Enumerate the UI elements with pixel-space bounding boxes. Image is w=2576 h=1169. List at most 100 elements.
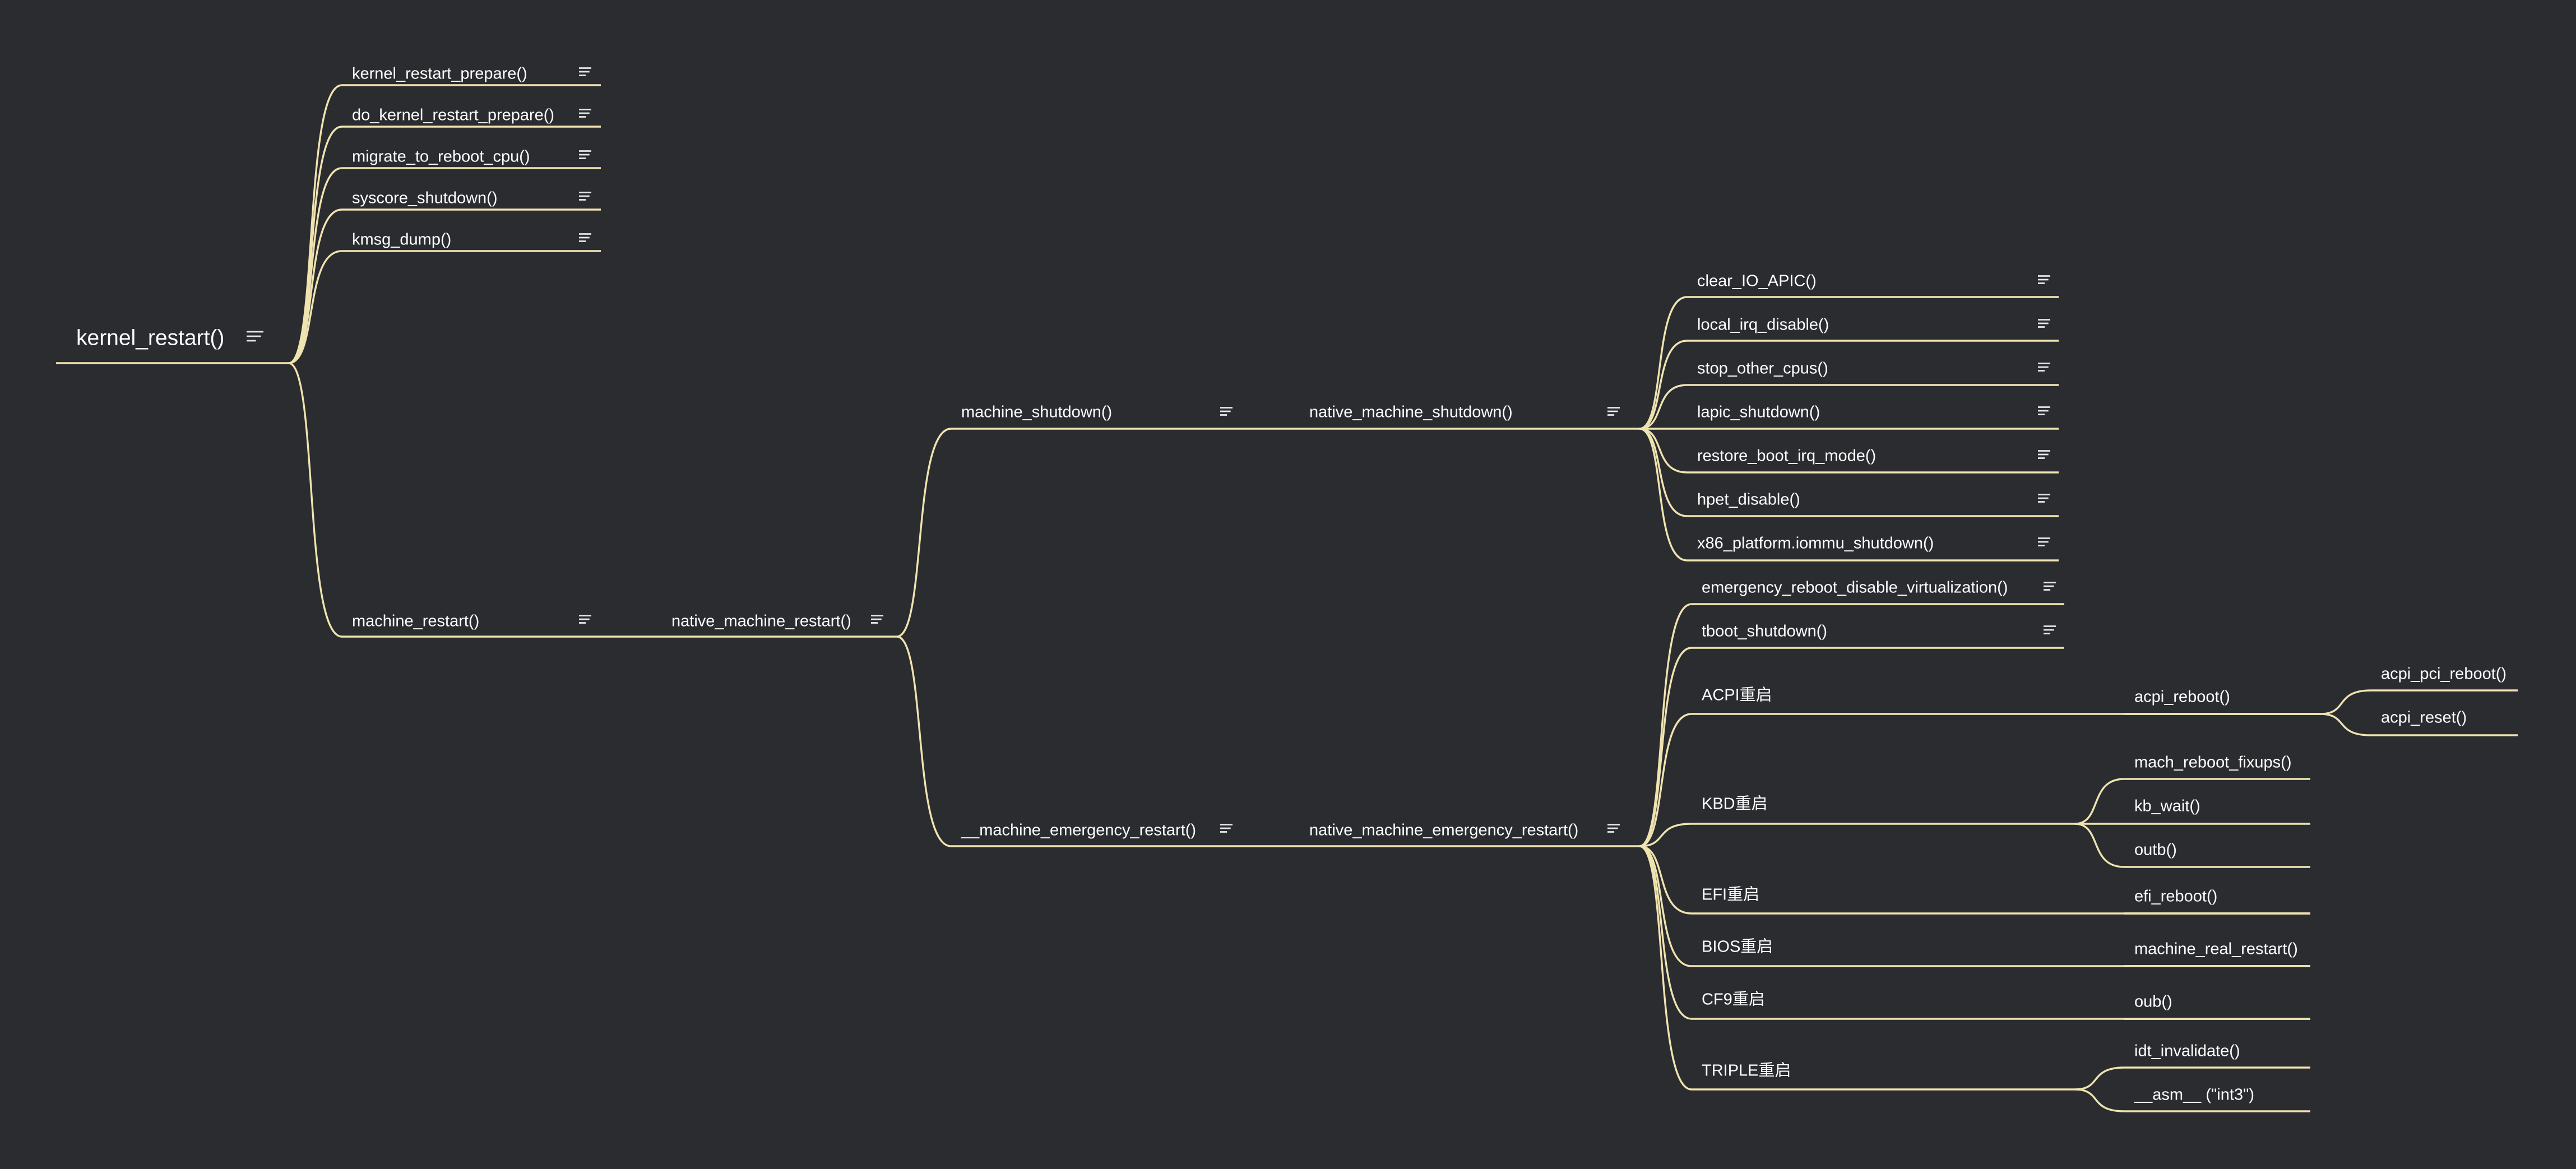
node-lid[interactable]: local_irq_disable() xyxy=(1687,316,2059,342)
node-label: kernel_restart_prepare() xyxy=(352,65,527,83)
node-label: stop_other_cpus() xyxy=(1697,360,1828,378)
node-rbim[interactable]: restore_boot_irq_mode() xyxy=(1687,447,2059,474)
node-label: TRIPLE重启 xyxy=(1702,1061,1791,1080)
edge-krp xyxy=(288,84,342,364)
node-label: BIOS重启 xyxy=(1702,938,1773,956)
edge-bios xyxy=(1639,845,1692,967)
node-soc[interactable]: stop_other_cpus() xyxy=(1687,360,2059,386)
node-efi[interactable]: EFI重启 xyxy=(1692,885,2310,915)
note-icon[interactable] xyxy=(1220,824,1233,833)
node-kw[interactable]: kb_wait() xyxy=(2124,797,2310,825)
note-icon[interactable] xyxy=(1607,407,1620,416)
edge-acpi xyxy=(1639,713,1692,847)
edge-ar xyxy=(2320,713,2371,736)
note-icon[interactable] xyxy=(579,233,591,242)
node-outb[interactable]: outb() xyxy=(2124,841,2310,868)
node-mer[interactable]: __machine_emergency_restart() xyxy=(951,822,1267,847)
note-icon[interactable] xyxy=(247,331,263,342)
edge-kd xyxy=(288,250,342,364)
edge-triple xyxy=(1639,845,1692,1091)
node-hd[interactable]: hpet_disable() xyxy=(1687,491,2059,517)
node-acpir[interactable]: acpi_reboot() xyxy=(2124,688,2320,715)
edge-ms xyxy=(896,428,952,638)
note-icon[interactable] xyxy=(2038,450,2050,459)
edge-erdv xyxy=(1639,603,1692,847)
node-label: mach_reboot_fixups() xyxy=(2134,754,2291,772)
node-acpi[interactable]: ACPI重启 xyxy=(1692,686,2320,715)
node-krp[interactable]: kernel_restart_prepare() xyxy=(342,65,601,86)
node-label: migrate_to_reboot_cpu() xyxy=(352,148,530,166)
edge-kbd xyxy=(1639,823,1692,847)
node-label: machine_shutdown() xyxy=(961,403,1112,421)
note-icon[interactable] xyxy=(2038,319,2050,328)
node-root[interactable]: kernel_restart() xyxy=(56,326,289,364)
nodes-layer: kernel_restart() kernel_restart_prepare()… xyxy=(56,65,2518,1112)
node-label: do_kernel_restart_prepare() xyxy=(352,106,554,124)
node-efir[interactable]: efi_reboot() xyxy=(2124,888,2310,915)
node-label: EFI重启 xyxy=(1702,885,1759,904)
note-icon[interactable] xyxy=(2044,582,2056,591)
node-mrf[interactable]: mach_reboot_fixups() xyxy=(2124,754,2310,780)
node-apr[interactable]: acpi_pci_reboot() xyxy=(2371,665,2518,692)
note-icon[interactable] xyxy=(579,615,591,624)
note-icon[interactable] xyxy=(2044,625,2056,634)
note-icon[interactable] xyxy=(2038,494,2050,503)
note-icon[interactable] xyxy=(579,67,591,76)
node-cf9[interactable]: CF9重启 xyxy=(1692,990,2310,1020)
node-ar[interactable]: acpi_reset() xyxy=(2371,709,2518,736)
node-xpis[interactable]: x86_platform.iommu_shutdown() xyxy=(1687,535,2059,562)
node-label: idt_invalidate() xyxy=(2134,1042,2240,1060)
node-nms[interactable]: native_machine_shutdown() xyxy=(1299,403,1639,430)
edge-asm xyxy=(2074,1088,2125,1112)
node-oub[interactable]: oub() xyxy=(2124,993,2310,1020)
node-label: acpi_reset() xyxy=(2381,709,2467,727)
node-label: KBD重启 xyxy=(1702,795,1768,813)
note-icon[interactable] xyxy=(579,192,591,201)
node-cia[interactable]: clear_IO_APIC() xyxy=(1687,272,2059,298)
edge-lid xyxy=(1639,340,1688,430)
node-label: native_machine_restart() xyxy=(671,613,851,630)
node-triple[interactable]: TRIPLE重启 xyxy=(1692,1061,2075,1091)
node-label: acpi_pci_reboot() xyxy=(2381,665,2506,683)
note-icon[interactable] xyxy=(1220,407,1233,416)
node-mtrc[interactable]: migrate_to_reboot_cpu() xyxy=(342,148,601,169)
node-label: outb() xyxy=(2134,841,2177,859)
node-label: CF9重启 xyxy=(1702,990,1765,1009)
node-label: machine_restart() xyxy=(352,613,479,630)
edge-cf9 xyxy=(1639,845,1692,1020)
node-nmr[interactable]: native_machine_restart() xyxy=(661,613,897,638)
edge-outb xyxy=(2074,823,2125,868)
note-icon[interactable] xyxy=(2038,363,2050,372)
edge-hd xyxy=(1639,428,1688,517)
note-icon[interactable] xyxy=(2038,406,2050,415)
edge-cia xyxy=(1639,296,1688,430)
node-ls[interactable]: lapic_shutdown() xyxy=(1687,403,2059,430)
node-kbd[interactable]: KBD重启 xyxy=(1692,795,2075,825)
node-dkrp[interactable]: do_kernel_restart_prepare() xyxy=(342,106,601,128)
node-ii[interactable]: idt_invalidate() xyxy=(2124,1042,2310,1069)
edge-xpis xyxy=(1639,428,1688,562)
edge-ts xyxy=(1639,647,1692,847)
node-mrr[interactable]: machine_real_restart() xyxy=(2124,940,2310,967)
node-erdv[interactable]: emergency_reboot_disable_virtualization(… xyxy=(1692,579,2064,605)
node-kd[interactable]: kmsg_dump() xyxy=(342,231,601,252)
node-label: clear_IO_APIC() xyxy=(1697,272,1817,290)
node-ms[interactable]: machine_shutdown() xyxy=(951,403,1267,430)
node-label: kb_wait() xyxy=(2134,797,2200,815)
node-mr[interactable]: machine_restart() xyxy=(342,613,601,638)
node-label: lapic_shutdown() xyxy=(1697,403,1820,421)
node-label: oub() xyxy=(2134,993,2172,1011)
node-label: efi_reboot() xyxy=(2134,888,2217,906)
node-ss[interactable]: syscore_shutdown() xyxy=(342,189,601,211)
node-asm[interactable]: __asm__ ("int3") xyxy=(2124,1086,2310,1112)
note-icon[interactable] xyxy=(871,615,883,624)
note-icon[interactable] xyxy=(579,150,591,159)
note-icon[interactable] xyxy=(1607,824,1620,833)
node-label: __asm__ ("int3") xyxy=(2134,1086,2254,1104)
note-icon[interactable] xyxy=(2038,537,2050,546)
note-icon[interactable] xyxy=(2038,275,2050,284)
node-ts[interactable]: tboot_shutdown() xyxy=(1692,623,2064,649)
node-nmer[interactable]: native_machine_emergency_restart() xyxy=(1299,822,1639,847)
edge-dkrp xyxy=(288,126,342,364)
note-icon[interactable] xyxy=(579,109,591,118)
